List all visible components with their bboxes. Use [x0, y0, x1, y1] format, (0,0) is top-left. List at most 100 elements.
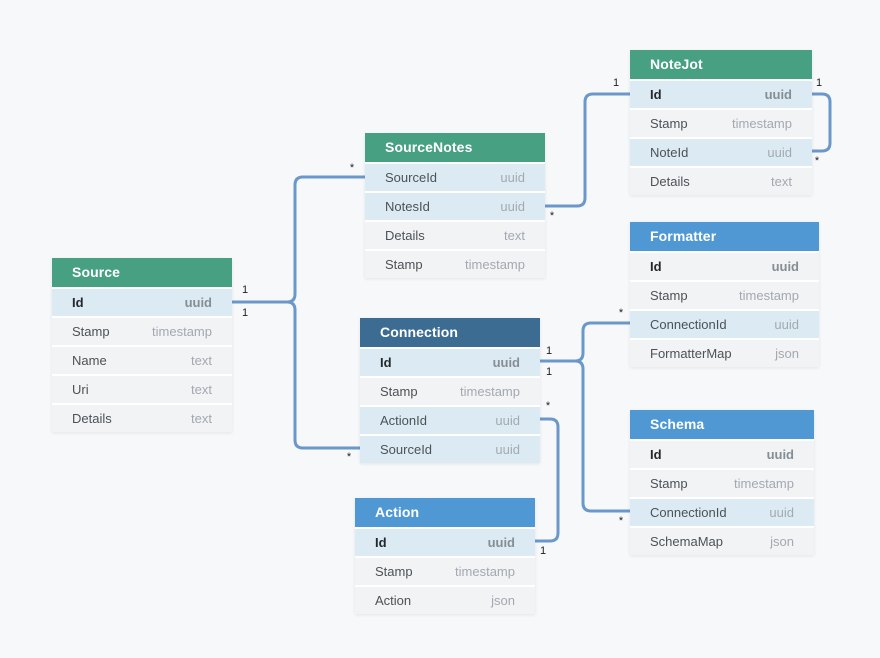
field-name: Stamp: [380, 384, 418, 399]
field-type: uuid: [766, 447, 794, 462]
field-type: text: [771, 174, 792, 189]
field-type: text: [191, 382, 212, 397]
field-type: text: [504, 228, 525, 243]
field-row-stamp: Stamp timestamp: [630, 280, 819, 309]
relation-line-connection-id-to-schema-connectionid: [540, 359, 630, 513]
field-type: uuid: [495, 442, 520, 457]
field-name: SourceId: [380, 442, 433, 457]
field-name: Details: [650, 174, 690, 189]
field-name: Stamp: [650, 288, 688, 303]
field-name: ConnectionId: [650, 505, 727, 520]
field-name: Id: [72, 295, 84, 310]
field-type: uuid: [492, 355, 520, 370]
field-type: text: [191, 353, 212, 368]
cardinality-label: 1: [613, 77, 619, 89]
field-name: Stamp: [72, 324, 110, 339]
field-type: uuid: [500, 170, 525, 185]
field-type: text: [191, 411, 212, 426]
field-row-sourceid: SourceId uuid: [360, 434, 540, 463]
field-name: Name: [72, 353, 107, 368]
field-name: NotesId: [385, 199, 430, 214]
field-row-details: Details text: [630, 166, 812, 195]
field-name: Stamp: [385, 257, 423, 272]
field-row-formattermap: FormatterMap json: [630, 338, 819, 367]
field-name: Id: [375, 535, 387, 550]
table-title[interactable]: Connection: [360, 318, 540, 347]
cardinality-label: *: [550, 210, 555, 222]
table-title[interactable]: SourceNotes: [365, 133, 545, 162]
field-type: uuid: [769, 505, 794, 520]
cardinality-label: 1: [540, 545, 546, 557]
field-type: json: [775, 346, 799, 361]
field-row-sourceid: SourceId uuid: [365, 162, 545, 191]
field-type: timestamp: [465, 257, 525, 272]
field-row-id: Id uuid: [630, 251, 819, 280]
field-row-uri: Uri text: [52, 374, 232, 403]
table-title[interactable]: Action: [355, 498, 535, 527]
cardinality-label: *: [619, 515, 624, 527]
field-name: SourceId: [385, 170, 438, 185]
field-name: Stamp: [375, 564, 413, 579]
field-name: Details: [72, 411, 112, 426]
cardinality-label: 1: [242, 307, 248, 319]
field-row-noteid: NoteId uuid: [630, 137, 812, 166]
cardinality-label: *: [347, 451, 352, 463]
field-name: NoteId: [650, 145, 689, 160]
field-name: Id: [650, 447, 662, 462]
field-name: Id: [650, 259, 662, 274]
field-type: timestamp: [732, 116, 792, 131]
cardinality-label: 1: [546, 366, 552, 378]
field-name: Stamp: [650, 116, 688, 131]
field-row-stamp: Stamp timestamp: [365, 249, 545, 278]
field-row-id: Id uuid: [52, 287, 232, 316]
field-type: uuid: [767, 145, 792, 160]
relation-line-notejot-id-to-notejot-noteid: [812, 92, 832, 153]
field-type: uuid: [184, 295, 212, 310]
table-title[interactable]: Formatter: [630, 222, 819, 251]
relation-line-source-id-to-sourcenotes-sourceid: [232, 175, 365, 304]
relation-line-source-id-to-connection-sourceid: [232, 300, 360, 450]
table-title[interactable]: NoteJot: [630, 50, 812, 79]
cardinality-label: 1: [242, 284, 248, 296]
field-name: Details: [385, 228, 425, 243]
cardinality-label: *: [546, 400, 551, 412]
cardinality-label: 1: [546, 345, 552, 357]
cardinality-label: *: [350, 162, 355, 174]
table-title[interactable]: Source: [52, 258, 232, 287]
table-title[interactable]: Schema: [630, 410, 814, 439]
field-row-stamp: Stamp timestamp: [630, 108, 812, 137]
field-type: uuid: [771, 259, 799, 274]
field-row-name: Name text: [52, 345, 232, 374]
field-name: FormatterMap: [650, 346, 732, 361]
field-name: Stamp: [650, 476, 688, 491]
relation-line-sourcenotes-notesid-to-notejot-id: [545, 92, 630, 208]
field-name: Id: [650, 87, 662, 102]
cardinality-label: 1: [816, 77, 822, 89]
field-row-id: Id uuid: [630, 439, 814, 468]
field-name: ConnectionId: [650, 317, 727, 332]
relation-line-connection-id-to-formatter-connectionid: [540, 321, 630, 363]
field-type: timestamp: [734, 476, 794, 491]
field-name: Uri: [72, 382, 89, 397]
field-type: timestamp: [455, 564, 515, 579]
field-type: json: [491, 593, 515, 608]
field-type: timestamp: [739, 288, 799, 303]
cardinality-label: *: [619, 307, 624, 319]
